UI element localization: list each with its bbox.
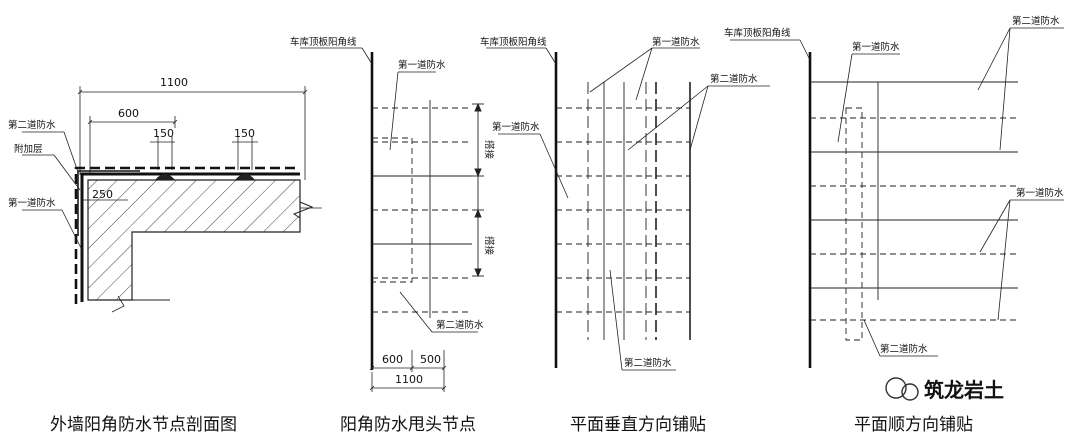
parallel-second-label-bottom: 第二道防水 <box>880 343 928 355</box>
section-panel: 1100 600 150 150 250 第二道防水 附加层 第一道防水 外墙阳… <box>8 76 322 435</box>
section-leaders <box>22 131 83 251</box>
wall-break <box>111 295 125 313</box>
vertical-panel: 车库顶板阳角线 第一道防水 第二道防水 第一道防水 第二道防水 平面垂直方向铺贴 <box>480 36 770 435</box>
caption-parallel: 平面顺方向铺贴 <box>854 415 973 435</box>
first-waterproof-layer <box>80 172 300 302</box>
dim-600: 600 <box>118 107 139 120</box>
end-top-leader-b <box>361 47 373 65</box>
end-second-label: 第二道防水 <box>436 319 484 331</box>
dim-150-right: 150 <box>234 127 255 140</box>
break-line <box>292 180 314 232</box>
bump-left <box>155 174 175 180</box>
caption-vertical: 平面垂直方向铺贴 <box>570 415 706 435</box>
watermark-logo-icon-b <box>901 383 919 401</box>
parallel-first-label-top: 第一道防水 <box>852 41 900 53</box>
label-added-layer: 附加层 <box>14 143 43 155</box>
parallel-second-label-top: 第二道防水 <box>1012 15 1060 27</box>
vertical-second-label-top: 第二道防水 <box>710 73 758 85</box>
caption-end-node: 阳角防水甩头节点 <box>340 415 476 435</box>
parallel-first-label-mid: 第一道防水 <box>1016 187 1064 199</box>
concrete-slab <box>87 179 301 301</box>
end-dim-1100: 1100 <box>395 373 423 386</box>
label-first-waterproof: 第一道防水 <box>8 197 56 209</box>
vertical-top-label: 车库顶板阳角线 <box>480 36 547 48</box>
end-first-label: 第一道防水 <box>398 59 446 71</box>
caption-section: 外墙阳角防水节点剖面图 <box>50 415 237 435</box>
end-dim-500: 500 <box>420 353 441 366</box>
dim-1100: 1100 <box>160 76 188 89</box>
dim-250: 250 <box>92 188 113 201</box>
vertical-sheet-lines <box>556 82 691 340</box>
watermark-logo-icon <box>885 377 907 399</box>
vertical-first-label-left: 第一道防水 <box>492 121 540 133</box>
second-waterproof-layer <box>74 166 300 304</box>
watermark-text: 筑龙岩土 <box>924 378 1004 402</box>
end-bottom-dims <box>369 350 447 392</box>
bump-right <box>235 174 255 180</box>
parallel-leaders <box>730 27 1064 357</box>
end-side-dim <box>472 102 484 278</box>
end-dim-600: 600 <box>382 353 403 366</box>
vertical-first-label-top: 第一道防水 <box>652 36 700 48</box>
label-second-waterproof: 第二道防水 <box>8 119 56 131</box>
end-top-label: 车库顶板阳角线 <box>290 36 357 48</box>
end-lap-lower: 搭接 <box>483 236 495 256</box>
vertical-second-label-bottom: 第二道防水 <box>624 357 672 369</box>
dim-150-left: 150 <box>153 127 174 140</box>
parallel-top-label: 车库顶板阳角线 <box>724 27 791 39</box>
end-sheet-lines <box>372 100 472 318</box>
end-lap-upper: 搭接 <box>483 140 495 160</box>
watermark: 筑龙岩土 <box>885 377 1004 402</box>
vertical-leaders <box>486 47 770 371</box>
parallel-sheet-lines <box>810 81 1018 341</box>
parallel-panel: 车库顶板阳角线 第一道防水 第二道防水 第一道防水 第二道防水 平面顺方向铺贴 <box>724 15 1064 435</box>
end-node-panel: 车库顶板阳角线 搭接 搭接 第一道 <box>290 36 495 435</box>
end-leaders <box>389 71 478 333</box>
